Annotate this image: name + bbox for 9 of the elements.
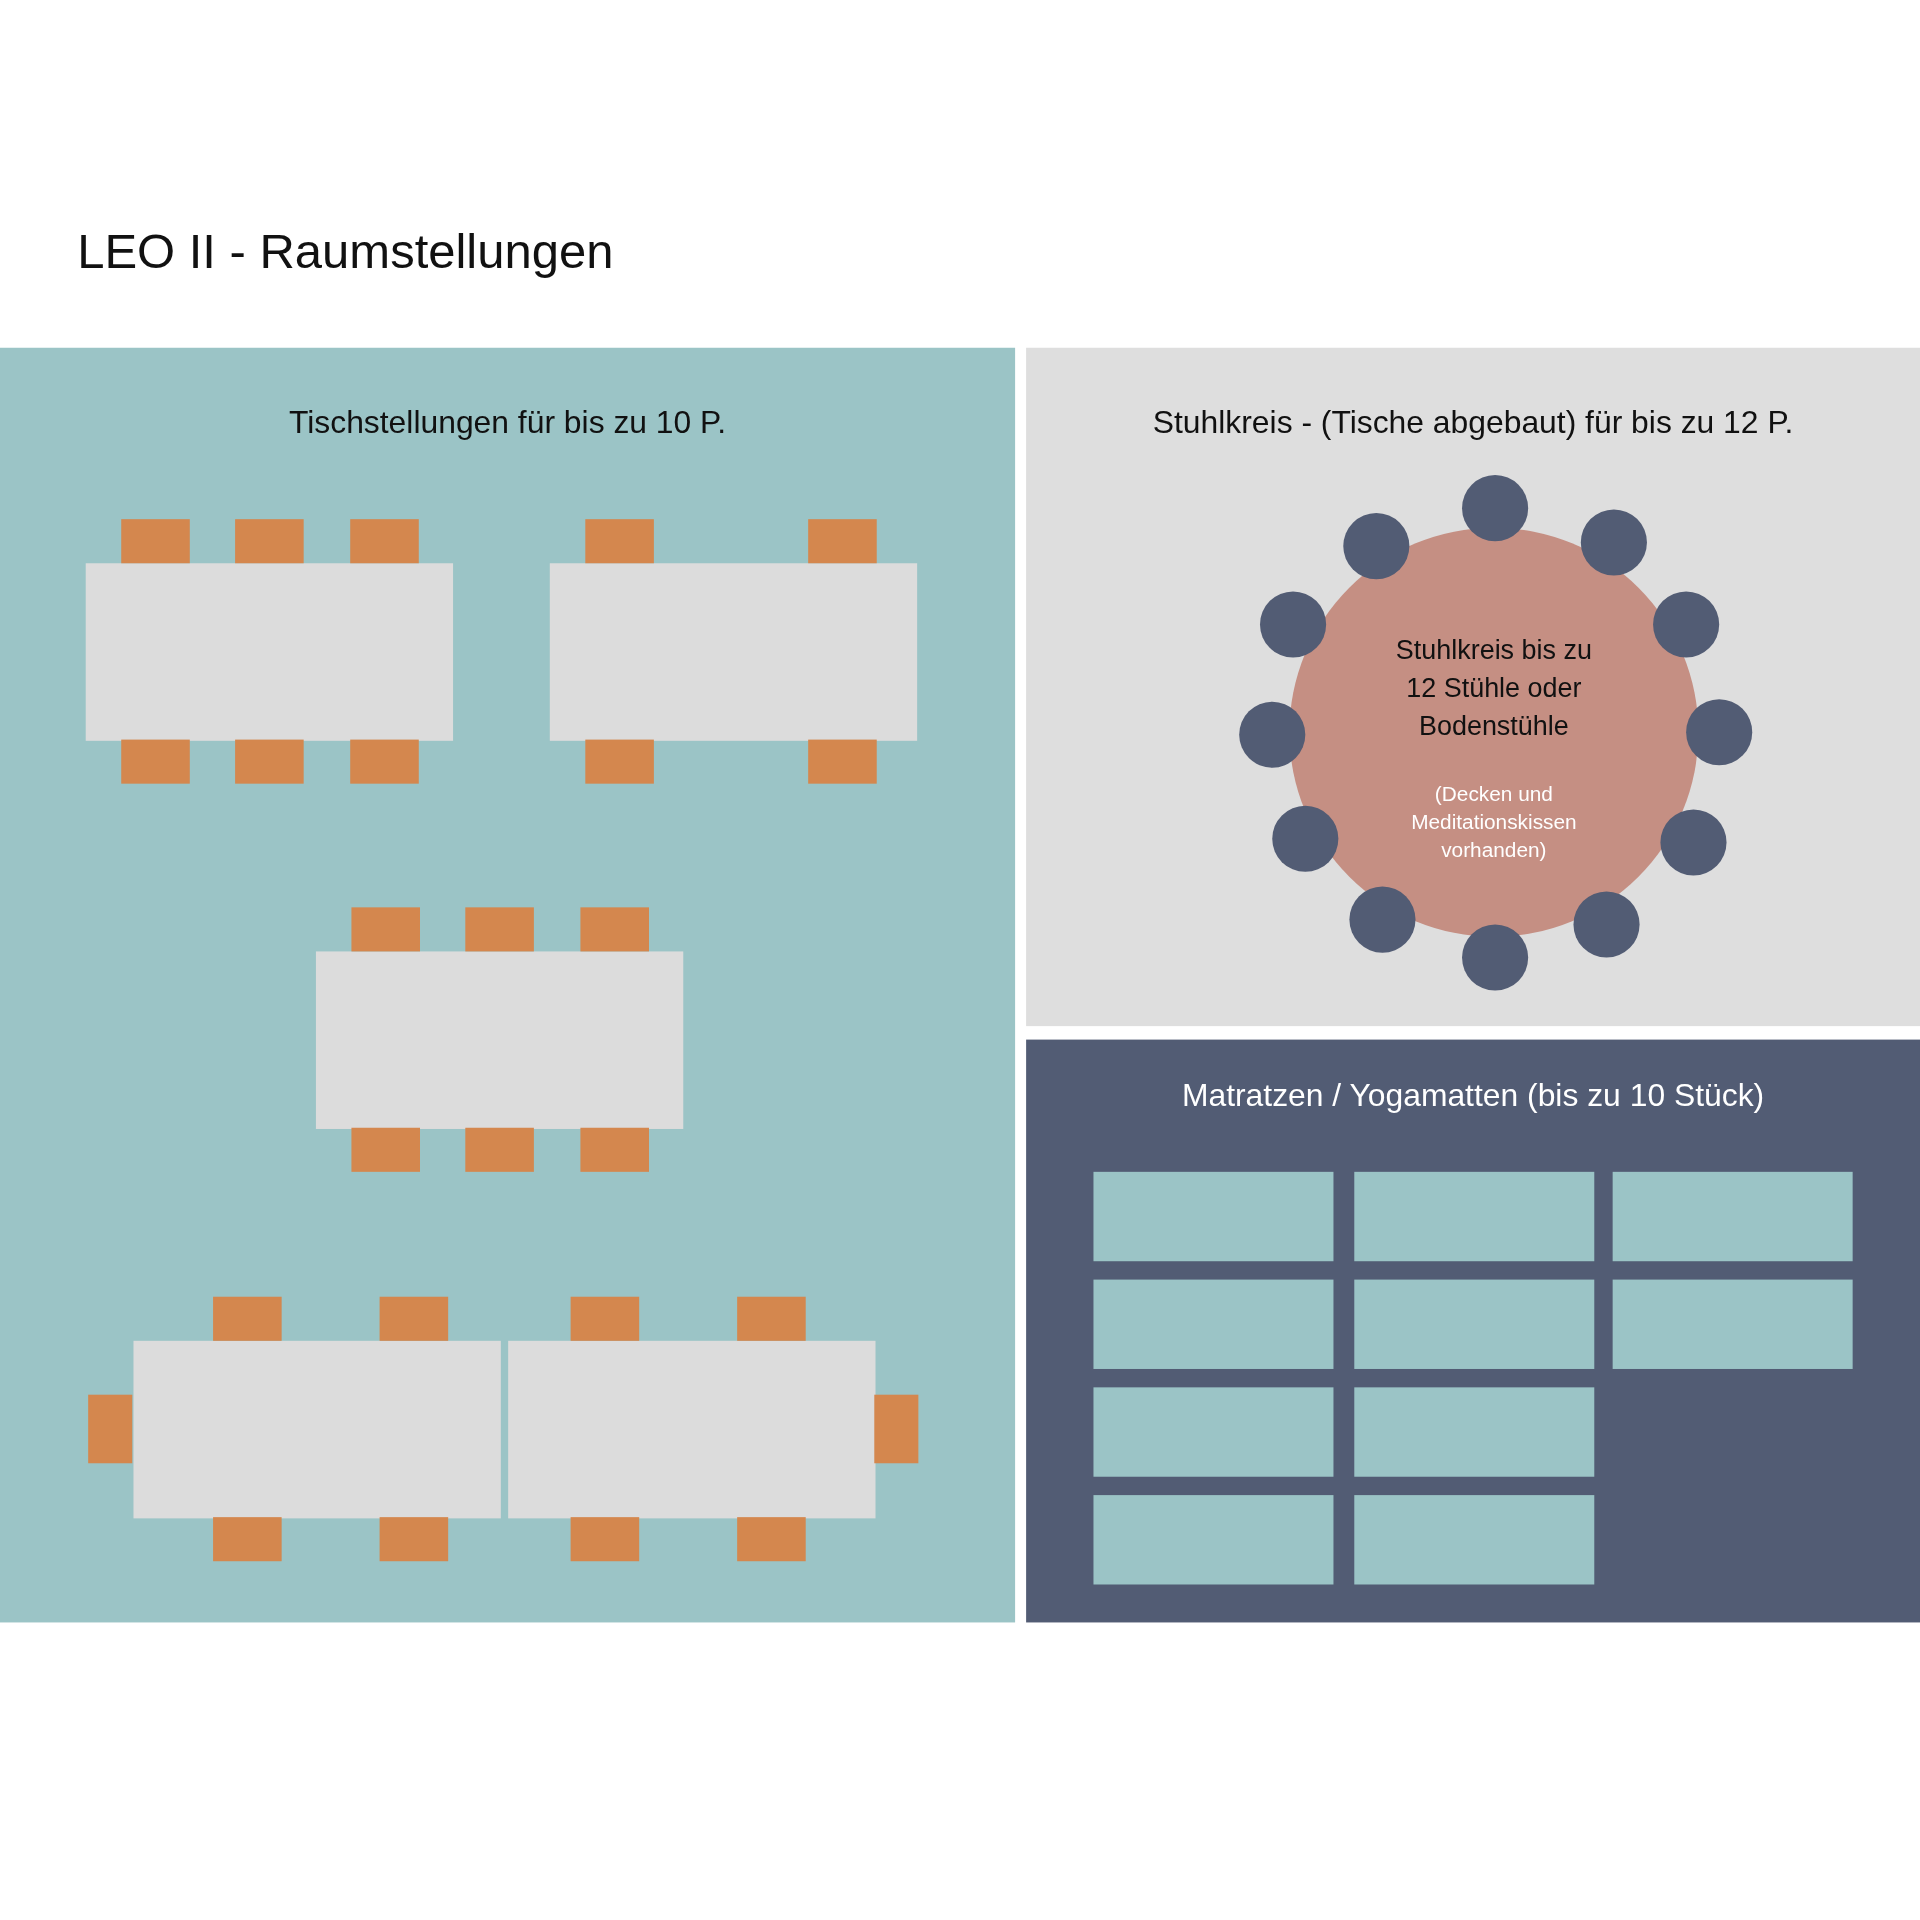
chair-circle-panel	[1026, 347, 1920, 1027]
panel-heading: Tischstellungen für bis zu 10 P.	[288, 404, 728, 443]
mat-panel	[1026, 1039, 1920, 1623]
panel-heading: Stuhlkreis - (Tische abgebaut) für bis zu 12 P.	[1151, 404, 1795, 443]
circle-heading: Stuhlkreis bis zu 12 Stühle oder Bodenstühle	[1394, 633, 1593, 743]
page-title: LEO II - Raumstellungen	[77, 224, 614, 280]
circle-note: (Decken und Meditationskissen vorhanden)	[1410, 781, 1578, 865]
table-seating-panel	[0, 347, 1016, 1623]
panel-heading: Matratzen / Yogamatten (bis zu 10 Stück)	[1180, 1076, 1766, 1115]
